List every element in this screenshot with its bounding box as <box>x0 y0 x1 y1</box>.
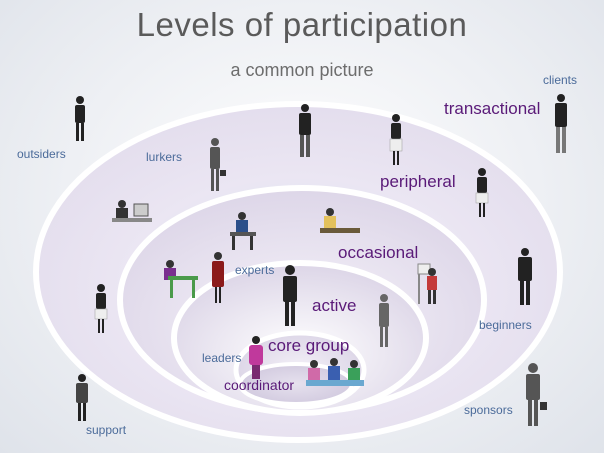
level-coordinator: coordinator <box>224 377 295 393</box>
role-lurkers: lurkers <box>146 150 183 164</box>
level-active: active <box>312 296 357 315</box>
person-icon <box>75 94 567 426</box>
role-leaders: leaders <box>202 351 242 365</box>
presenter-icon <box>417 263 437 304</box>
role-outsiders: outsiders <box>17 147 66 161</box>
role-support: support <box>86 423 127 437</box>
meeting-group-icon <box>306 358 364 386</box>
desk-worker-icon <box>112 200 360 298</box>
level-transactional: transactional <box>444 99 541 118</box>
level-occasional: occasional <box>338 243 419 262</box>
role-experts: experts <box>235 263 275 277</box>
role-beginners: beginners <box>479 318 532 332</box>
level-peripheral: peripheral <box>380 172 456 191</box>
role-clients: clients <box>543 73 578 87</box>
page-subtitle: a common picture <box>230 60 374 80</box>
role-sponsors: sponsors <box>464 403 513 417</box>
level-core-group: core group <box>268 336 350 355</box>
page-title: Levels of participation <box>136 6 468 43</box>
